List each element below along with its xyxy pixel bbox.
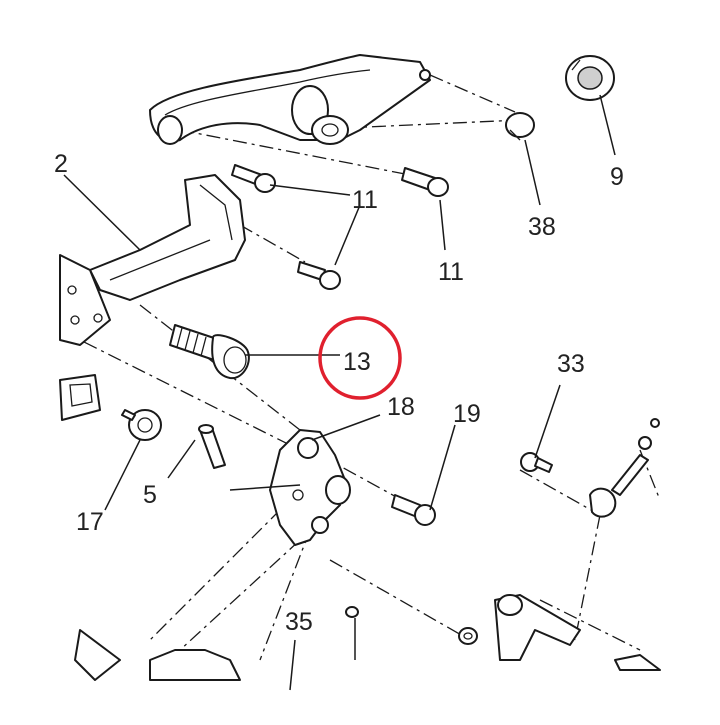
callout-33: 33 [557, 350, 585, 378]
callout-18: 18 [387, 393, 415, 421]
circlip-part [345, 606, 359, 618]
lower-right-arm-part [494, 594, 661, 671]
bracket-part-18 [269, 429, 351, 546]
cap-part-38 [505, 112, 535, 141]
leader-lines [63, 94, 616, 691]
nut-part-9 [565, 55, 615, 101]
callout-11-lower: 11 [438, 258, 464, 286]
screw-part-33 [520, 452, 553, 473]
linkage-rod-part [589, 418, 660, 518]
callout-19: 19 [453, 400, 481, 428]
callout-17: 17 [76, 508, 104, 536]
callout-9: 9 [610, 163, 624, 191]
bolt-part-13 [169, 324, 250, 380]
callout-35: 35 [285, 608, 313, 636]
callout-11-upper: 11 [352, 186, 378, 214]
bolt-part-11 [231, 164, 449, 290]
lower-arm-part [59, 174, 246, 346]
callout-5: 5 [143, 481, 157, 509]
callout-2: 2 [54, 150, 68, 178]
washer-part [458, 627, 478, 645]
upper-arm-part [149, 54, 431, 145]
bracket-part [59, 374, 101, 421]
callout-38: 38 [528, 213, 556, 241]
callout-labels: 2 9 38 11 11 13 33 18 19 5 17 35 [54, 150, 624, 636]
lower-assembly-part [74, 629, 241, 681]
pin-part-5 [198, 424, 226, 469]
assembly-axis-lines [59, 74, 661, 661]
bolt-part-19 [391, 494, 436, 526]
callout-13: 13 [343, 348, 371, 376]
highlight-circle [318, 316, 402, 400]
bolt-part-17 [121, 409, 162, 441]
